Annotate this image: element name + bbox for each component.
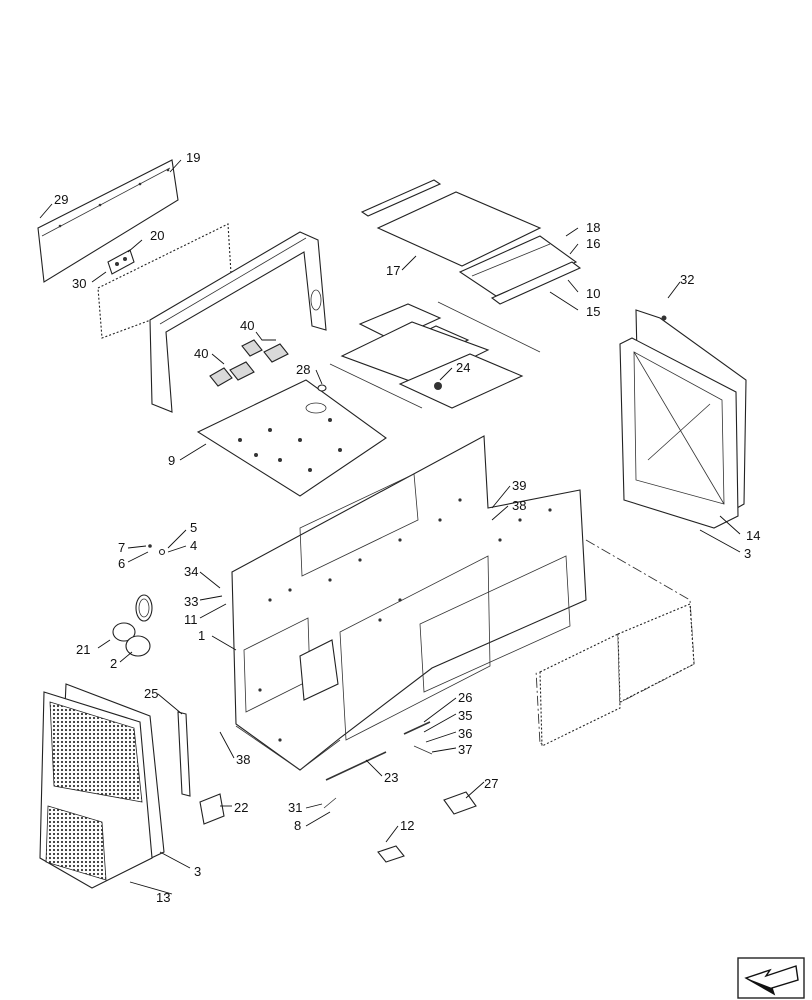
callout-29: 29 xyxy=(54,192,68,207)
callout-21: 21 xyxy=(76,642,90,657)
callout-23: 23 xyxy=(384,770,398,785)
callout-22: 22 xyxy=(234,800,248,815)
fasteners-4-7 xyxy=(148,544,166,556)
floor-plate-9 xyxy=(196,379,387,497)
callout-13: 13 xyxy=(156,890,170,905)
side-panel xyxy=(539,603,695,747)
callout-40-b: 40 xyxy=(194,346,208,361)
plate-22 xyxy=(199,793,225,825)
callout-19: 19 xyxy=(186,150,200,165)
callout-10: 10 xyxy=(586,286,600,301)
insulation-mat xyxy=(97,223,233,339)
callout-12: 12 xyxy=(400,818,414,833)
plug-28 xyxy=(317,384,327,392)
callout-34: 34 xyxy=(184,564,198,579)
callout-14: 14 xyxy=(746,528,760,543)
roof-liner xyxy=(329,301,541,409)
step-27 xyxy=(443,791,477,815)
callout-38-a: 38 xyxy=(512,498,526,513)
callout-37: 37 xyxy=(458,742,472,757)
callout-2: 2 xyxy=(110,656,117,671)
callout-3-a: 3 xyxy=(744,546,751,561)
callout-15: 15 xyxy=(586,304,600,319)
callout-24: 24 xyxy=(456,360,470,375)
callout-9: 9 xyxy=(168,453,175,468)
callout-11: 11 xyxy=(184,612,198,627)
callout-30: 30 xyxy=(72,276,86,291)
callout-36: 36 xyxy=(458,726,472,741)
side-window-14 xyxy=(619,309,747,529)
callout-8: 8 xyxy=(294,818,301,833)
cab-frame-1 xyxy=(231,435,587,771)
callout-3-b: 3 xyxy=(194,864,201,879)
callout-27: 27 xyxy=(484,776,498,791)
strip-25 xyxy=(177,711,191,797)
callout-1: 1 xyxy=(198,628,205,643)
callout-40-a: 40 xyxy=(240,318,254,333)
callout-labels: 19 29 20 30 40 40 28 9 17 18 16 10 15 24… xyxy=(54,150,760,905)
door-13 xyxy=(39,683,165,889)
callout-39: 39 xyxy=(512,478,526,493)
callout-7: 7 xyxy=(118,540,125,555)
callout-28: 28 xyxy=(296,362,310,377)
callout-31: 31 xyxy=(288,800,302,815)
callout-26: 26 xyxy=(458,690,472,705)
callout-32: 32 xyxy=(680,272,694,287)
rails-23-37 xyxy=(325,721,433,781)
callout-25: 25 xyxy=(144,686,158,701)
callout-6: 6 xyxy=(118,556,125,571)
callout-5: 5 xyxy=(190,520,197,535)
callout-38-b: 38 xyxy=(236,752,250,767)
callout-18: 18 xyxy=(586,220,600,235)
callout-4: 4 xyxy=(190,538,197,553)
pads-40 xyxy=(209,339,289,387)
leader-lines xyxy=(39,159,741,895)
callout-33: 33 xyxy=(184,594,198,609)
callout-16: 16 xyxy=(586,236,600,251)
callout-35: 35 xyxy=(458,708,472,723)
callout-17: 17 xyxy=(386,263,400,278)
callout-20: 20 xyxy=(150,228,164,243)
panel-19 xyxy=(37,159,179,283)
plate-20 xyxy=(107,249,135,275)
lamps-2-21 xyxy=(112,594,153,657)
roof-assembly xyxy=(360,179,582,305)
rod-31 xyxy=(323,797,337,809)
orientation-arrow-icon xyxy=(737,957,805,999)
bracket-12 xyxy=(377,845,405,863)
rear-frame xyxy=(149,231,327,413)
